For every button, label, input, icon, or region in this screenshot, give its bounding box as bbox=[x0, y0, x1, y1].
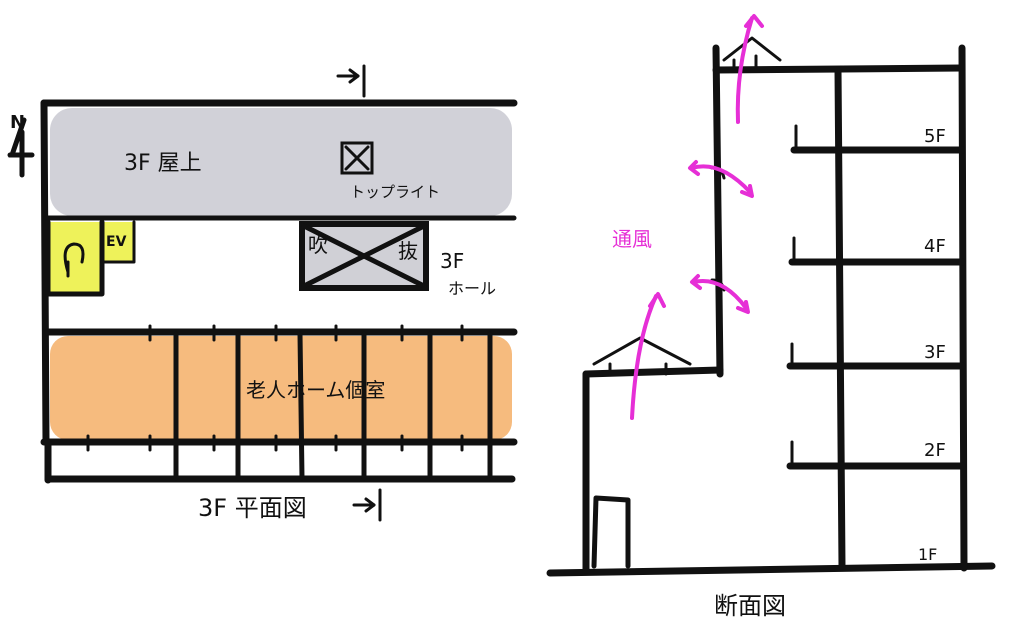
floor-label-4f: 4F bbox=[924, 236, 946, 257]
floor-label-3f: 3F bbox=[924, 342, 946, 363]
toplight-icon bbox=[340, 141, 374, 175]
toplight-label: トップライト bbox=[350, 183, 440, 201]
floor-label-1f: 1F bbox=[918, 545, 937, 564]
north-arrow-icon bbox=[7, 117, 35, 178]
section-mark-top-icon bbox=[336, 64, 366, 98]
floor-label-2f: 2F bbox=[924, 440, 946, 461]
north-letter: N bbox=[10, 112, 25, 133]
void-right-label: 抜 bbox=[398, 239, 418, 263]
void-left-label: 吹 bbox=[308, 233, 328, 257]
hall-label: ホール bbox=[448, 279, 496, 298]
room-dividers bbox=[86, 324, 493, 481]
section-mark-bottom-icon bbox=[352, 488, 382, 522]
roof-vent-icon bbox=[722, 36, 782, 70]
roof-area bbox=[50, 108, 512, 216]
plan-title: 3F 平面図 bbox=[198, 494, 307, 522]
rooms-label: 老人ホーム個室 bbox=[246, 378, 385, 402]
ev-area bbox=[100, 222, 134, 262]
hall-floor-label: 3F bbox=[440, 249, 464, 273]
section-drawing: 通風 5F 4F 3F 2F 1F 断面図 bbox=[546, 14, 996, 620]
section-title: 断面図 bbox=[714, 592, 786, 620]
rooms-area bbox=[50, 336, 512, 440]
stair-area bbox=[50, 222, 100, 294]
low-roof-vent-icon bbox=[592, 336, 692, 376]
roof-label: 3F 屋上 bbox=[124, 151, 202, 176]
floor-plan: N 3F 屋上 トップライト EV 吹 抜 3F ホール 老人ホーム個室 3F … bbox=[7, 64, 518, 522]
ventilation-label: 通風 bbox=[612, 227, 652, 251]
floor-label-5f: 5F bbox=[924, 126, 946, 147]
ventilation-arrow-icon bbox=[630, 14, 764, 420]
ev-label: EV bbox=[106, 234, 127, 250]
